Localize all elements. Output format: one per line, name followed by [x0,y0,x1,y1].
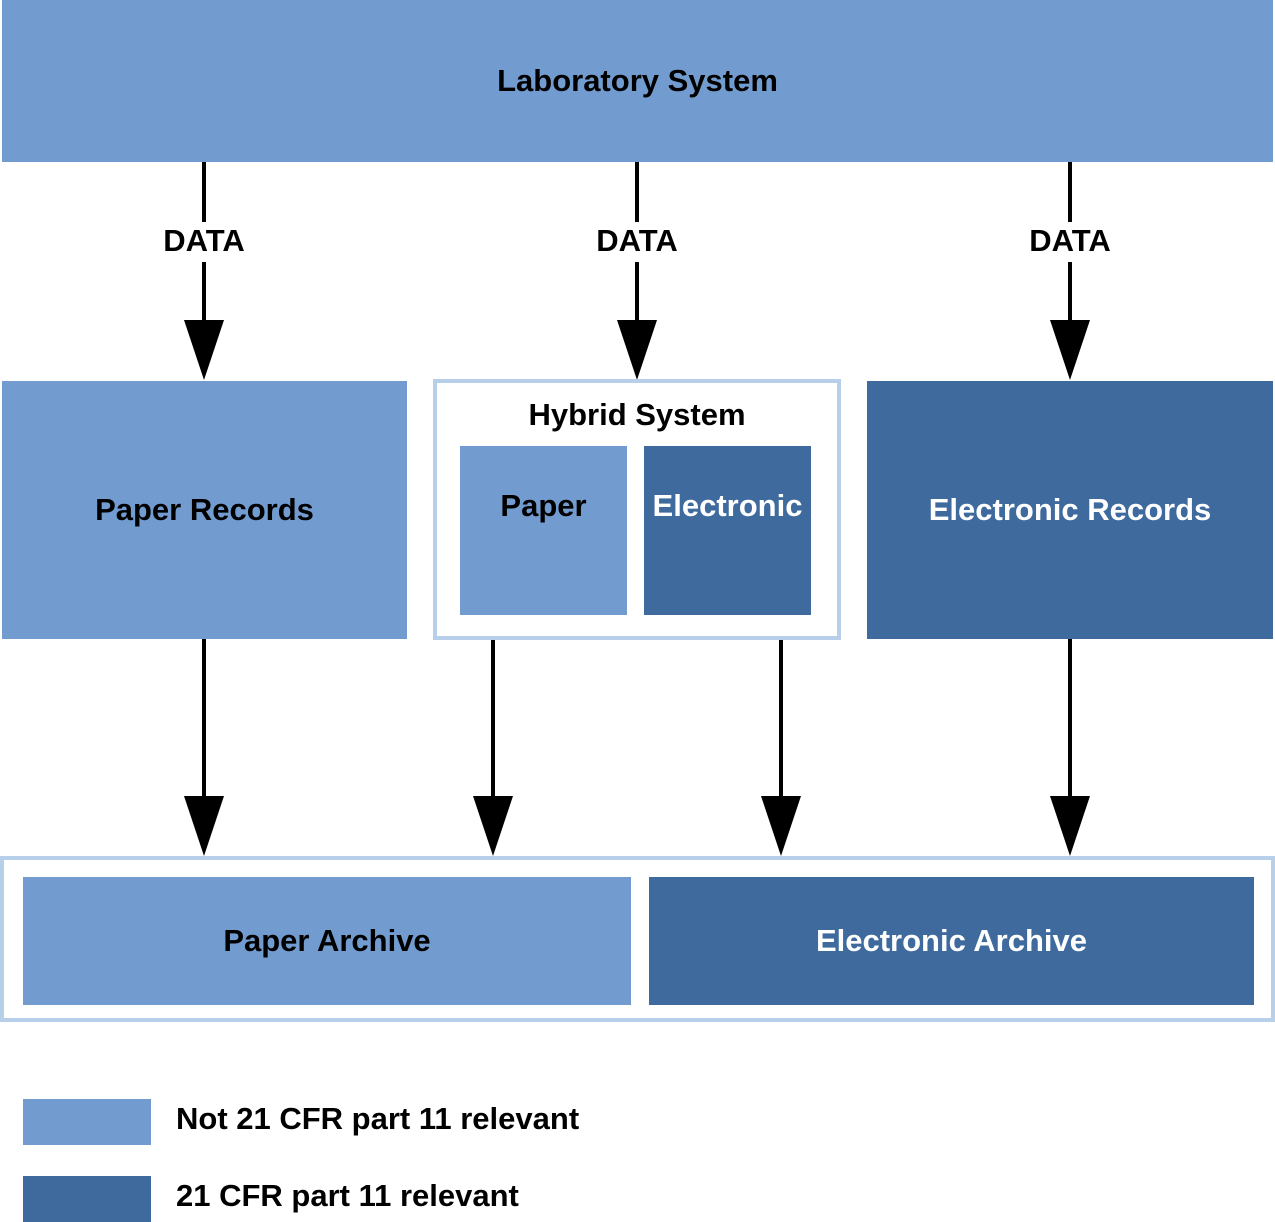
hybrid-electronic-label: Electronic [652,488,803,523]
laboratory-system-label: Laboratory System [497,63,778,98]
hybrid-paper-label: Paper [500,488,587,523]
arrowhead-icon [1050,320,1090,380]
paper-archive-box: Paper Archive [23,877,631,1005]
data-label-left: DATA [154,222,254,260]
data-label-center: DATA [587,222,687,260]
electronic-archive-box: Electronic Archive [649,877,1254,1005]
legend-label-relevant: 21 CFR part 11 relevant [176,1178,519,1213]
paper-records-box: Paper Records [2,381,407,639]
hybrid-paper-box: Paper [460,446,627,615]
data-label-right: DATA [1020,222,1120,260]
paper-records-label: Paper Records [95,492,314,527]
electronic-archive-label: Electronic Archive [815,923,1088,958]
electronic-records-box: Electronic Records [867,381,1273,639]
hybrid-system-title: Hybrid System [528,397,746,432]
flow-arrows [184,162,1090,856]
arrowhead-icon [617,320,657,380]
legend-swatch-relevant [23,1176,151,1222]
paper-archive-label: Paper Archive [223,923,431,958]
hybrid-electronic-box: Electronic [644,446,811,615]
hybrid-system-frame: Hybrid System Paper Electronic [433,379,841,640]
arrowhead-icon [1050,796,1090,856]
arrowhead-icon [761,796,801,856]
laboratory-system-box: Laboratory System [2,0,1273,162]
legend-swatch-not-relevant [23,1099,151,1145]
electronic-records-label: Electronic Records [928,492,1212,527]
arrowhead-icon [184,320,224,380]
arrowhead-icon [184,796,224,856]
arrowhead-icon [473,796,513,856]
legend-label-not-relevant: Not 21 CFR part 11 relevant [176,1101,580,1136]
archive-frame: Paper Archive Electronic Archive [0,856,1275,1022]
